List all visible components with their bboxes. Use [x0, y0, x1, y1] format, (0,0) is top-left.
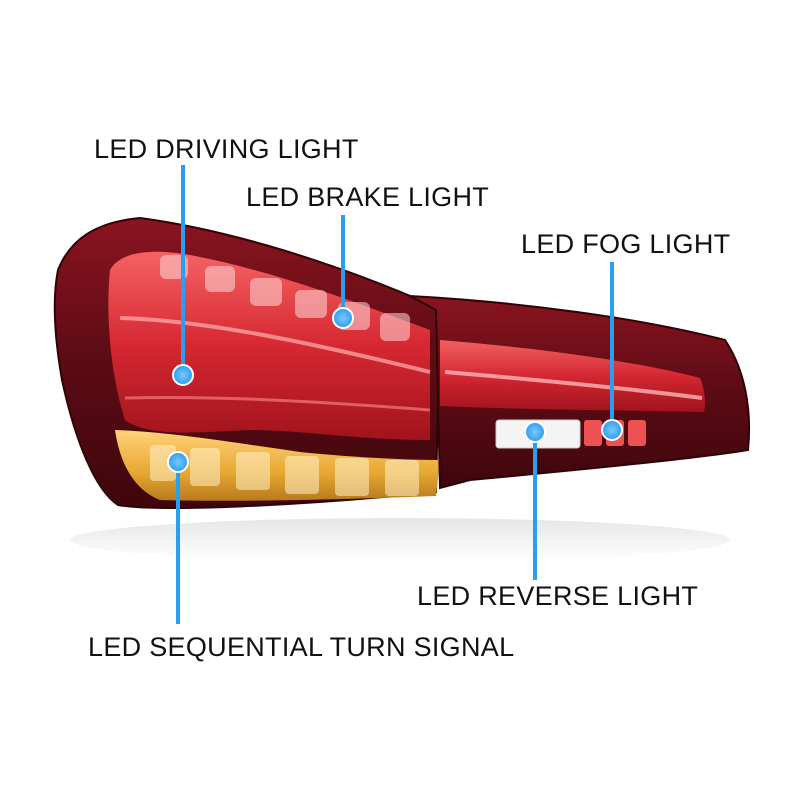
- outer-lamp: [53, 216, 442, 509]
- driving-light-label: LED DRIVING LIGHT: [94, 134, 359, 164]
- fog-light-label: LED FOG LIGHT: [521, 229, 731, 259]
- turn-signal-label: LED SEQUENTIAL TURN SIGNAL: [88, 632, 515, 662]
- floor-shadow: [70, 518, 730, 562]
- fog-dot-icon: [601, 419, 623, 441]
- reverse-light-label: LED REVERSE LIGHT: [417, 581, 699, 611]
- inner-lamp: [409, 295, 751, 490]
- callout-dots: [167, 307, 623, 473]
- brake-light-label: LED BRAKE LIGHT: [246, 182, 490, 212]
- reverse-dot-icon: [524, 421, 546, 443]
- brake-dot-icon: [332, 307, 354, 329]
- callout-lines: [176, 165, 614, 624]
- turn-dot-icon: [167, 451, 189, 473]
- driving-dot-icon: [172, 364, 194, 386]
